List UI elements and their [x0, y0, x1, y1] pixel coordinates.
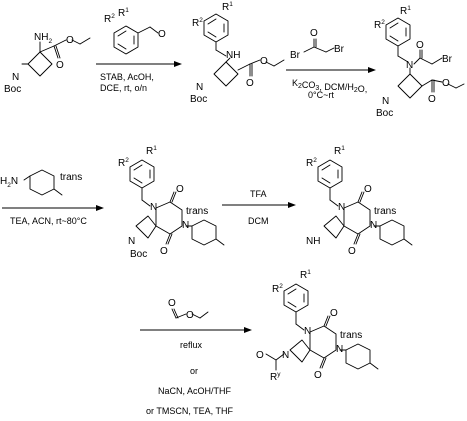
svg-text:N: N [282, 350, 289, 361]
svg-text:trans: trans [340, 330, 362, 341]
svg-text:NaCN, AcOH/THF: NaCN, AcOH/THF [158, 386, 232, 396]
starting-material-azetidine: NH2 O O N Boc [4, 32, 91, 95]
svg-text:O: O [330, 308, 338, 319]
svg-text:O: O [158, 29, 166, 40]
carbonyl-o-label: O [56, 60, 64, 71]
svg-text:O: O [428, 94, 436, 105]
svg-text:O: O [176, 184, 184, 195]
svg-text:R2: R2 [118, 157, 129, 169]
svg-text:N: N [304, 326, 311, 337]
intermediate-secondary-amine: NH O O N Boc R2 R1 [190, 1, 285, 105]
ester-o-label: O [66, 35, 74, 46]
svg-text:N: N [196, 82, 203, 93]
step2-cond-1: K2CO3, DCM/H2O, [292, 78, 367, 94]
svg-text:R2: R2 [192, 17, 203, 29]
svg-text:trans: trans [374, 206, 396, 217]
svg-text:N: N [338, 202, 345, 213]
nh2-label: NH2 [34, 32, 52, 45]
arrow-step5: reflux [140, 327, 252, 350]
svg-text:O: O [246, 78, 254, 89]
step4-solvent: DCM [248, 216, 269, 226]
svg-text:R1: R1 [118, 7, 129, 19]
svg-text:R1: R1 [334, 145, 345, 157]
intermediate-boc-spiro-dkp: N O N O trans N Boc R2 R1 [118, 145, 225, 260]
svg-text:N: N [150, 202, 157, 213]
svg-text:NH: NH [226, 50, 240, 61]
svg-text:R2: R2 [306, 157, 317, 169]
ethyl-formate-reagent: O O [168, 298, 209, 321]
svg-text:O: O [160, 246, 168, 257]
svg-text:R1: R1 [300, 269, 311, 281]
intermediate-nh-spiro-dkp: N O N O trans NH R2 R1 [306, 145, 413, 257]
final-product-acyl-spiro-dkp: N O N O trans N O Ry R2 R1 [256, 269, 379, 383]
arrow-step4: TFA DCM [222, 189, 296, 226]
svg-text:N: N [382, 96, 389, 107]
svg-text:trans: trans [60, 172, 82, 183]
bromoacetyl-bromide-reagent: O Br Br [290, 28, 345, 61]
arrow-step1: STAB, AcOH, DCE, rt, o/n [96, 61, 182, 93]
svg-text:N: N [370, 220, 377, 231]
svg-text:O: O [256, 350, 264, 361]
svg-text:Ry: Ry [270, 371, 281, 383]
svg-text:O: O [168, 298, 176, 309]
svg-text:R1: R1 [146, 145, 157, 157]
step3-cond-1: TEA, ACN, rt~80°C [10, 216, 87, 226]
svg-text:or: or [190, 366, 198, 376]
step1-cond-2: DCE, rt, o/n [100, 83, 147, 93]
svg-text:N: N [406, 60, 413, 71]
arrow-step3: TEA, ACN, rt~80°C [2, 205, 104, 226]
svg-text:O: O [310, 28, 318, 39]
svg-text:O: O [348, 246, 356, 257]
svg-text:N: N [128, 236, 135, 247]
svg-text:Br: Br [442, 54, 453, 65]
svg-text:O: O [186, 310, 194, 321]
step4-reagent: TFA [250, 189, 267, 199]
svg-text:N: N [182, 220, 189, 231]
svg-text:Boc: Boc [376, 108, 393, 119]
svg-text:R2: R2 [104, 13, 115, 25]
svg-text:O: O [260, 56, 268, 67]
svg-text:O: O [314, 370, 322, 381]
svg-text:R2: R2 [272, 283, 283, 295]
svg-text:Boc: Boc [190, 94, 207, 105]
svg-text:Boc: Boc [130, 249, 147, 260]
intermediate-bromoacetamide: N O Br O O N Boc R2 R1 [374, 5, 465, 119]
cyclohexylamine-reagent: H2N trans [0, 169, 82, 196]
svg-text:O: O [416, 40, 424, 51]
boc-label: Boc [4, 84, 21, 95]
azetidine-n-label: N [12, 72, 19, 83]
aldehyde-reagent: O R2 R1 [104, 7, 166, 55]
svg-text:or TMSCN, TEA, THF: or TMSCN, TEA, THF [146, 406, 234, 416]
step1-cond-1: STAB, AcOH, [100, 72, 154, 82]
svg-text:H2N: H2N [0, 176, 18, 189]
svg-text:Br: Br [290, 50, 301, 61]
step2-cond-2: 0°C~rt [308, 90, 334, 100]
svg-text:Br: Br [334, 44, 345, 55]
svg-text:N: N [336, 344, 343, 355]
svg-text:trans: trans [186, 206, 208, 217]
svg-text:O: O [364, 184, 372, 195]
svg-text:R1: R1 [222, 1, 233, 13]
svg-text:R1: R1 [400, 5, 411, 17]
svg-text:NH: NH [306, 236, 320, 247]
alternative-conditions: or NaCN, AcOH/THF or or TMSCN, TEA, THF [146, 366, 234, 416]
arrow-step2: K2CO3, DCM/H2O, 0°C~rt [286, 67, 376, 100]
svg-text:R2: R2 [374, 19, 385, 31]
svg-text:O: O [442, 78, 450, 89]
step5-cond: reflux [180, 340, 203, 350]
